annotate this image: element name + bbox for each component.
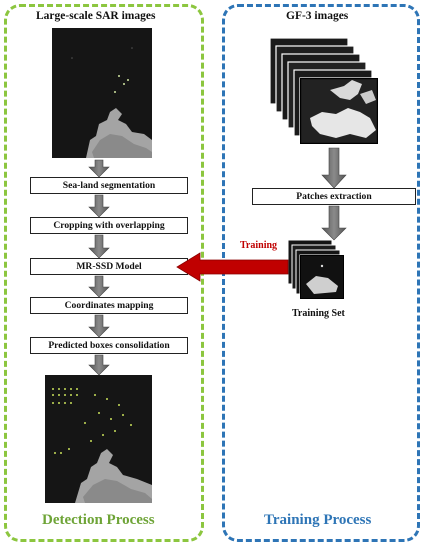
cropping-step: Cropping with overlapping bbox=[30, 217, 188, 234]
arrow-down-1 bbox=[88, 159, 110, 178]
mr-ssd-model-step: MR-SSD Model bbox=[30, 258, 188, 275]
arrow-down-2 bbox=[88, 194, 110, 218]
arrow-down-5 bbox=[88, 314, 110, 338]
training-arrow bbox=[176, 252, 289, 282]
training-heading: GF-3 images bbox=[286, 10, 349, 22]
sar-input-image bbox=[52, 28, 152, 158]
patches-extraction-step: Patches extraction bbox=[252, 188, 416, 205]
detection-footer: Detection Process bbox=[42, 512, 155, 528]
arrow-down-3 bbox=[88, 234, 110, 259]
arrow-down-6 bbox=[88, 354, 110, 376]
coordinates-mapping-step: Coordinates mapping bbox=[30, 297, 188, 314]
detection-heading: Large-scale SAR images bbox=[36, 10, 156, 22]
arrow-down-4 bbox=[88, 275, 110, 298]
training-arrow-label: Training bbox=[240, 240, 278, 251]
boxes-consolidation-step: Predicted boxes consolidation bbox=[30, 337, 188, 354]
arrow-down-gf3 bbox=[321, 147, 347, 189]
training-set-label: Training Set bbox=[292, 308, 345, 319]
sar-detection-result-image bbox=[45, 375, 152, 503]
sea-land-segmentation-step: Sea-land segmentation bbox=[30, 177, 188, 194]
arrow-down-patches bbox=[321, 205, 347, 241]
training-footer: Training Process bbox=[264, 512, 372, 528]
